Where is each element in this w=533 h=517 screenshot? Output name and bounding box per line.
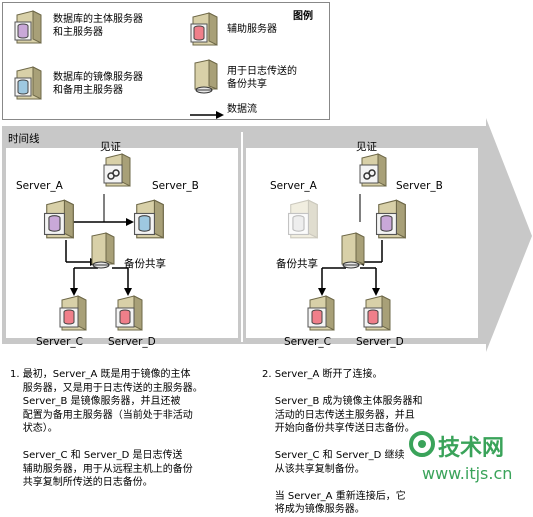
legend-label-primary: 数据库的主体服务器和主服务器 (53, 14, 143, 38)
p1-witness-icon (100, 152, 136, 188)
secondary-server-icon (187, 11, 223, 47)
p2-server-a-label: Server_A (270, 180, 317, 192)
p1-witness-label: 见证 (100, 141, 121, 153)
primary-server-icon (11, 9, 47, 45)
timeline-label: 时间线 (8, 133, 40, 145)
log-shipping-share-icon (187, 59, 223, 95)
p1-server-d-label: Server_D (108, 336, 156, 348)
p2-backup-share-icon (334, 232, 370, 272)
p1-server-c-icon (56, 294, 92, 332)
p2-server-a-icon-disconnected (284, 198, 324, 240)
watermark-brand: 技术网 (438, 436, 505, 461)
p1-backup-share-icon (84, 232, 120, 272)
p2-server-b-label: Server_B (396, 180, 443, 192)
p1-server-a-icon (40, 198, 80, 240)
p1-server-b-label: Server_B (152, 180, 199, 192)
p1-caption: 1. 最初，Server_A 既是用于镜像的主体 服务器，又是用于日志传送的主服… (10, 369, 203, 488)
p2-share-label: 备份共享 (276, 258, 318, 270)
p2-server-b-icon (372, 198, 412, 240)
p1-server-b-icon (130, 198, 170, 240)
p2-witness-icon (356, 152, 392, 188)
legend-title: 图例 (293, 11, 313, 22)
p2-server-c-label: Server_C (284, 336, 332, 348)
mirror-standby-server-icon (11, 65, 47, 101)
legend-label-dataflow: 数据流 (227, 104, 257, 115)
p1-server-c-label: Server_C (36, 336, 84, 348)
legend-label-mirror: 数据库的镜像服务器和备用主服务器 (53, 72, 143, 96)
p2-connections (318, 194, 383, 296)
legend-label-share: 用于日志传送的备份共享 (227, 66, 297, 90)
p2-server-d-label: Server_D (356, 336, 404, 348)
p1-share-label: 备份共享 (124, 258, 166, 270)
p2-server-c-icon (304, 294, 340, 332)
legend-label-secondary: 辅助服务器 (227, 24, 277, 35)
p1-server-d-icon (112, 294, 148, 332)
p2-caption: 2. Server_A 断开了连接。 Server_B 成为镜像主体服务器和 活… (262, 369, 423, 515)
p2-witness-label: 见证 (356, 141, 377, 153)
p2-server-d-icon (360, 294, 396, 332)
data-flow-arrow-icon (189, 105, 225, 124)
legend-box: 图例 数据库的主体服务器和主服务器 数据库的镜像服务器和备用主服务器 (2, 2, 330, 120)
p1-server-a-label: Server_A (16, 180, 63, 192)
watermark: 技术网 www.itjs.cn (408, 430, 530, 498)
watermark-logo-icon (409, 431, 435, 457)
watermark-url: www.itjs.cn (422, 464, 513, 483)
